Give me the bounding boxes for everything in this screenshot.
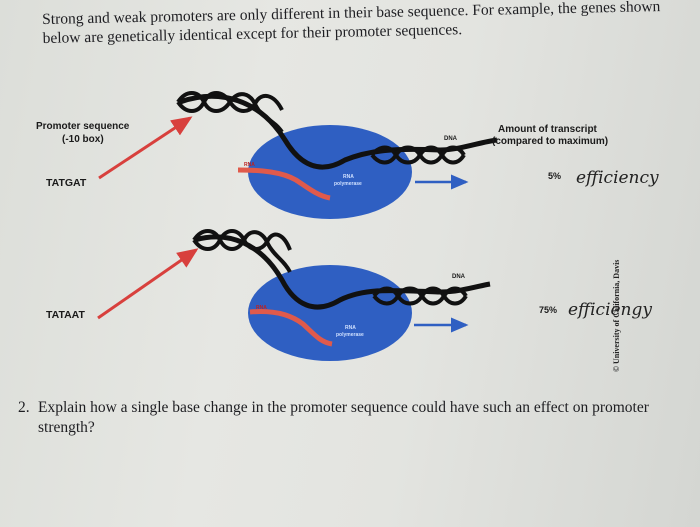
promoter-pointer-top [98,116,193,180]
polymerase-label-top-2: polymerase [334,181,362,187]
dna-helix-top [176,91,466,165]
rna-strand-top [237,167,331,201]
handwritten-note-top: efficiency [576,168,659,188]
promoter-pointer-bottom [97,248,199,320]
promoter-header: Promoter sequence [36,121,130,132]
polymerase-label-bottom-2: polymerase [336,332,364,338]
rna-strand-bottom [249,309,333,347]
polymerase-label-top-1: RNA [343,174,354,180]
promoter-header-sub: (-10 box) [62,134,104,145]
transcript-header: Amount of transcript [498,124,597,135]
transcript-amount-bottom: 75% [539,305,558,315]
rna-label-top: RNA [244,162,255,168]
promoter-sequence-bottom: TATAAT [46,309,85,321]
transcript-header-sub: (compared to maximum) [492,136,609,147]
question-text: Explain how a single base change in the … [38,399,649,436]
question-number: 2. [18,399,30,416]
question-2: 2. Explain how a single base change in t… [18,398,678,438]
handwritten-note-bottom: efficiengy [568,300,652,320]
dna-label-top: DNA [444,136,457,142]
promoter-sequence-top: TATGAT [46,177,87,189]
polymerase-label-bottom-1: RNA [345,325,356,331]
rna-label-bottom: RNA [256,305,267,311]
transcript-amount-top: 5% [548,171,562,181]
dna-helix-bottom [192,229,468,306]
copyright-credit: © University of California, Davis [612,259,621,372]
dna-label-bottom: DNA [452,274,465,280]
